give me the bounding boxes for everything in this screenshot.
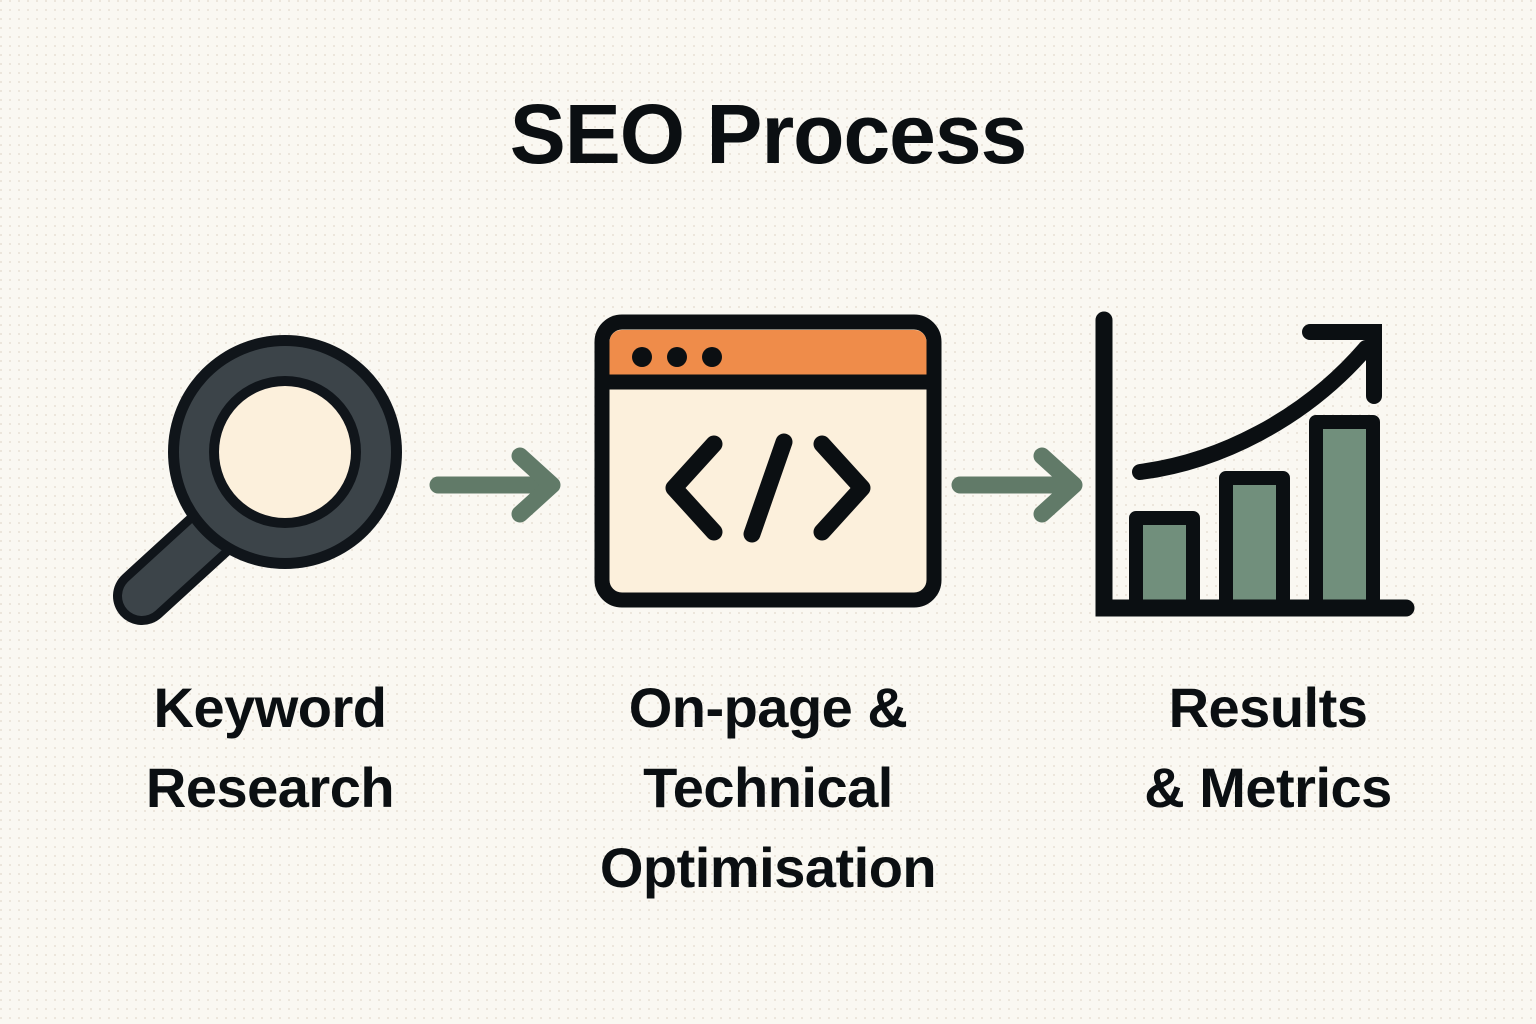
step-onpage-icon-wrap <box>578 300 958 640</box>
bar-chart-bar-1 <box>1129 511 1200 615</box>
browser-dot-2 <box>667 347 687 367</box>
bar-chart-growth-icon <box>1095 311 1415 617</box>
step-results-icon-wrap <box>1078 300 1458 640</box>
step-results-metrics: Results & Metrics <box>1078 300 1458 920</box>
browser-dot-3 <box>702 347 722 367</box>
step-results-metrics-label: Results & Metrics <box>1078 668 1458 828</box>
step-onpage-technical-optimisation-label: On-page & Technical Optimisation <box>578 668 958 908</box>
connector-arrow-1 <box>428 440 578 530</box>
page-title: SEO Process <box>509 87 1028 181</box>
step-label-line: Optimisation <box>599 836 937 899</box>
magnifying-glass-icon <box>113 335 402 625</box>
trend-arrow-head-icon <box>1302 324 1382 404</box>
browser-dot-1 <box>632 347 652 367</box>
step-onpage-technical-optimisation: On-page & Technical Optimisation <box>578 300 958 920</box>
browser-code-window-icon <box>594 314 942 608</box>
step-keyword-research-label: Keyword Research <box>80 668 460 828</box>
browser-title-bar <box>609 330 927 382</box>
arrow-head <box>1033 447 1083 523</box>
connector-arrow-2 <box>950 440 1100 530</box>
step-label-line: Technical <box>643 756 893 819</box>
step-label-line: & Metrics <box>1144 756 1392 819</box>
arrow-head <box>511 447 561 523</box>
step-keyword-research-icon-wrap <box>80 300 460 640</box>
bar-chart-bar-3 <box>1309 415 1380 615</box>
step-keyword-research: Keyword Research <box>80 300 460 920</box>
code-angle-right-icon <box>813 435 871 541</box>
bar-chart-bar-2 <box>1219 471 1290 615</box>
step-label-line: Research <box>145 756 395 819</box>
arrow-right-icon <box>951 447 1083 523</box>
trend-curve <box>1132 340 1374 480</box>
arrow-right-icon <box>429 447 561 523</box>
step-label-line: Keyword <box>153 676 388 739</box>
step-label-line: On-page & <box>628 676 908 739</box>
step-label-line: Results <box>1168 676 1368 739</box>
code-slash-icon <box>743 433 793 543</box>
bar-chart-axes <box>1095 311 1415 617</box>
code-angle-left-icon <box>665 435 723 541</box>
browser-window-frame <box>594 314 942 608</box>
magnifier-lens <box>219 386 351 518</box>
